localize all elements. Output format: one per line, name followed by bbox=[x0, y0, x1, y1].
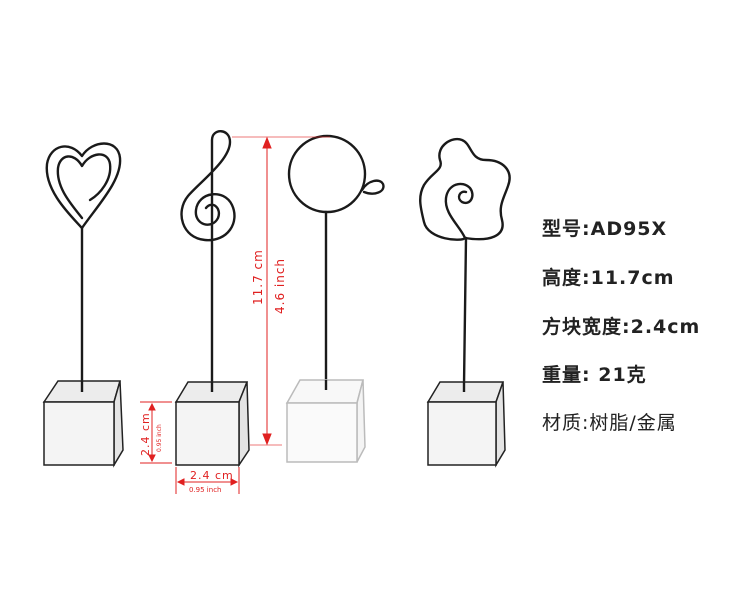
flower-clip-holder bbox=[419, 137, 511, 387]
spec-model: 型号:AD95X bbox=[542, 214, 667, 241]
height-cm-label: 11.7 cm bbox=[251, 249, 265, 305]
heart-clip-holder bbox=[45, 142, 122, 387]
spec-material: 材质:树脂/金属 bbox=[542, 408, 677, 435]
dimension-lines bbox=[140, 136, 330, 494]
cube-base-2 bbox=[174, 381, 250, 468]
height-inch-label: 4.6 inch bbox=[273, 257, 287, 314]
spec-height-value: 11.7cm bbox=[590, 267, 675, 289]
flower-clip-icon bbox=[419, 137, 511, 241]
spec-height-label: 高度: bbox=[542, 267, 591, 289]
heart-clip-icon bbox=[45, 142, 122, 230]
circle-clip-icon bbox=[287, 134, 367, 214]
spec-material-label: 材质: bbox=[542, 412, 590, 434]
base-height-cm-label: 2.4 cm bbox=[139, 412, 152, 456]
treble-clef-clip-holder bbox=[180, 130, 236, 387]
spec-weight: 重量: 21克 bbox=[542, 360, 647, 387]
cube-base-4 bbox=[426, 381, 506, 468]
spec-model-label: 型号: bbox=[542, 218, 591, 240]
spec-block-width-label: 方块宽度: bbox=[542, 316, 631, 338]
spec-weight-value: 21克 bbox=[598, 364, 647, 386]
spec-material-value: 树脂/金属 bbox=[589, 412, 677, 434]
spec-weight-label: 重量: bbox=[542, 364, 599, 386]
cube-base-1 bbox=[42, 380, 124, 468]
circle-clip-holder bbox=[287, 134, 385, 387]
spec-model-value: AD95X bbox=[590, 218, 668, 240]
spec-block-width: 方块宽度:2.4cm bbox=[542, 312, 700, 339]
base-width-cm-label: 2.4 cm bbox=[190, 469, 234, 482]
base-width-inch-label: 0.95 inch bbox=[189, 486, 222, 494]
cube-base-3 bbox=[285, 379, 366, 463]
treble-clef-icon bbox=[180, 130, 236, 387]
spec-height: 高度:11.7cm bbox=[542, 263, 675, 290]
base-height-inch-label: 0.95 inch bbox=[156, 424, 163, 452]
spec-block-width-value: 2.4cm bbox=[630, 316, 701, 338]
